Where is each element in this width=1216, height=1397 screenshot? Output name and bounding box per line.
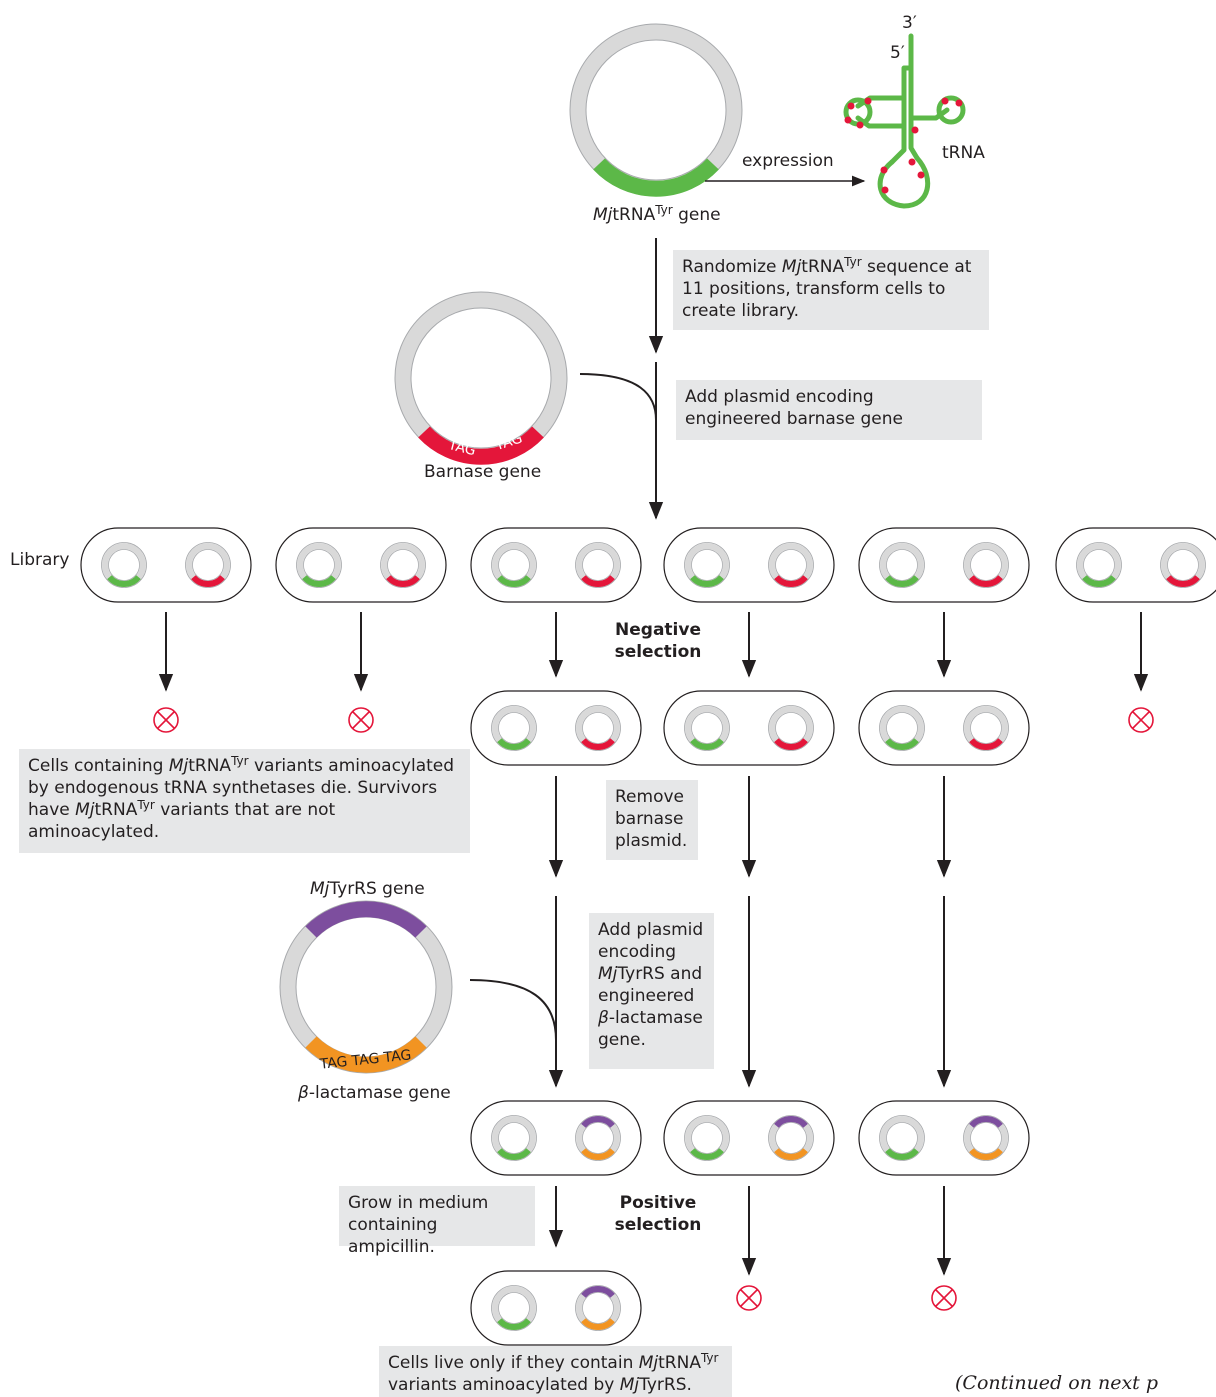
- positive-selection-label: Positive selection: [614, 1193, 702, 1235]
- trna-label: tRNA: [942, 143, 985, 163]
- add-barnase-box: Add plasmid encoding engineered barnase …: [676, 380, 982, 440]
- expression-label: expression: [742, 151, 834, 171]
- survivor-cells: [470, 690, 1030, 766]
- row-arrows: [158, 612, 1149, 1276]
- library-cell: [1055, 527, 1216, 603]
- positive-cells: [470, 1100, 1030, 1346]
- barnase-plasmid: [394, 291, 568, 465]
- library-cell: [275, 527, 447, 603]
- barnase-codon-1: TAG: [446, 437, 478, 459]
- trna-mutation-dots: [844, 97, 963, 194]
- negative-death-box: Cells containing MjtRNATyr variants amin…: [19, 749, 470, 853]
- tyrrs-gene-label: MjTyrRS gene: [310, 879, 425, 899]
- trna-gene-label: MjtRNATyr gene: [593, 203, 721, 225]
- selection-cell: [663, 1100, 835, 1176]
- library-cell: [80, 527, 252, 603]
- tyrrs-lactamase-plasmid: [279, 900, 453, 1074]
- library-cells: [80, 527, 1216, 603]
- library-cell: [858, 527, 1030, 603]
- add-tyrrs-box: Add plasmid encoding MjTyrRS and enginee…: [589, 913, 714, 1069]
- survivor-cell: [663, 690, 835, 766]
- library-cell: [663, 527, 835, 603]
- survivor-cell: [470, 690, 642, 766]
- barnase-gene-label: Barnase gene: [424, 462, 542, 482]
- grow-ampicillin-box: Grow in medium containing ampicillin.: [339, 1186, 535, 1257]
- end-3-label: 3′: [902, 13, 917, 33]
- survivor-cell: [858, 690, 1030, 766]
- cell-death-icon: [931, 1285, 957, 1311]
- cell-death-icon: [736, 1285, 762, 1311]
- cell-death-icon: [153, 707, 179, 733]
- selection-cell: [470, 1100, 642, 1176]
- library-cell: [470, 527, 642, 603]
- trna-gene-plasmid: [569, 23, 743, 197]
- randomize-step-box: Randomize MjtRNATyr sequence at 11 posit…: [673, 250, 989, 330]
- lactamase-gene-label: β-lactamase gene: [298, 1083, 451, 1103]
- continued-note: (Continued on next p: [955, 1372, 1159, 1394]
- surviving-cell: [470, 1270, 642, 1346]
- cell-death-icon: [348, 707, 374, 733]
- selection-cell: [858, 1100, 1030, 1176]
- flow-arrows: [579, 238, 664, 520]
- end-5-label: 5′: [890, 43, 905, 63]
- cell-death-icon: [1128, 707, 1154, 733]
- final-survival-box: Cells live only if they contain MjtRNATy…: [379, 1346, 732, 1397]
- negative-selection-label: Negative selection: [614, 620, 702, 662]
- remove-plasmid-box: Remove barnase plasmid.: [606, 780, 698, 860]
- death-markers: [153, 707, 1154, 1311]
- library-label: Library: [10, 550, 70, 570]
